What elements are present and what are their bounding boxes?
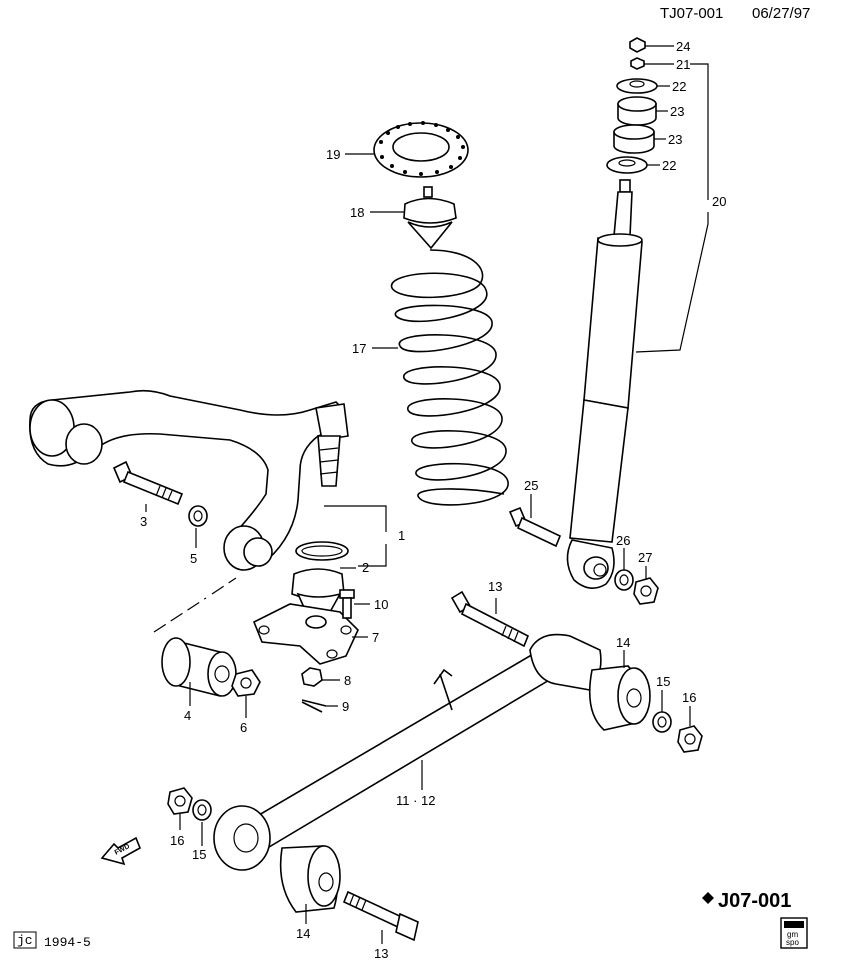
footer-stamp: jc (13, 931, 37, 949)
callout-9: 9 (342, 699, 349, 714)
diagram-code: J07-001 (702, 890, 791, 912)
callout-2: 2 (362, 560, 369, 575)
shock-bushing-lower (613, 124, 655, 154)
callout-25: 25 (524, 478, 538, 493)
callout-4: 4 (184, 708, 191, 723)
cotter-pin (301, 699, 327, 713)
callout-11-12: 11 · 12 (396, 793, 436, 808)
shock-bushing-upper (617, 96, 657, 126)
callout-27: 27 (638, 550, 652, 565)
callout-22-lower: 22 (662, 158, 676, 173)
callout-6: 6 (240, 720, 247, 735)
upper-control-arm (29, 389, 349, 571)
callout-24: 24 (676, 39, 690, 54)
plate-bolt (339, 589, 355, 619)
diagram-code-text: J07-001 (718, 890, 791, 912)
rod-nut-front (167, 787, 193, 815)
callout-10: 10 (374, 597, 388, 612)
rod-bushing-front (279, 845, 341, 913)
shock-washer (614, 569, 634, 591)
rod-bolt-front (342, 890, 419, 942)
shock-nut (633, 577, 659, 605)
callout-5: 5 (190, 551, 197, 566)
bump-stop (403, 186, 457, 250)
svg-text:gm: gm (787, 930, 798, 939)
callout-17: 17 (352, 341, 366, 356)
callout-15-front: 15 (192, 847, 206, 862)
callout-22-upper: 22 (672, 79, 686, 94)
callout-23-upper: 23 (670, 104, 684, 119)
callout-13-front: 13 (374, 946, 388, 960)
leader-lines (145, 45, 709, 944)
drawing-date: 06/27/97 (752, 5, 810, 22)
castle-nut (301, 667, 323, 687)
svg-text:spo: spo (786, 938, 799, 947)
rod-washer-front (192, 799, 212, 821)
callout-15-rear: 15 (656, 674, 670, 689)
arm-bushing (161, 637, 237, 697)
footer-year: 1994-5 (44, 935, 91, 950)
shock-washer-bottom (606, 156, 648, 174)
shock-washer-top (616, 78, 658, 94)
callout-14-front: 14 (296, 926, 310, 941)
callout-16-front: 16 (170, 833, 184, 848)
shock-bolt (508, 506, 562, 548)
callout-23-lower: 23 (668, 132, 682, 147)
spring-upper-seat (373, 121, 469, 178)
callout-3: 3 (140, 514, 147, 529)
svg-text:jc: jc (17, 933, 33, 948)
ball-joint-snap-ring (295, 541, 349, 561)
gm-spo-badge: gm spo (780, 917, 808, 949)
shock-lock-nut (630, 57, 645, 70)
callout-14-rear: 14 (616, 635, 630, 650)
callout-26: 26 (616, 533, 630, 548)
rod-bolt-rear (450, 590, 530, 648)
drawing-id: TJ07-001 (660, 5, 723, 22)
arm-nut (231, 669, 261, 697)
callout-16-rear: 16 (682, 690, 696, 705)
callout-7: 7 (372, 630, 379, 645)
callout-8: 8 (344, 673, 351, 688)
knuckle-plate (252, 603, 359, 665)
coil-spring (391, 249, 509, 506)
rod-bushing-rear (588, 665, 651, 731)
callout-13-rear: 13 (488, 579, 502, 594)
change-mark-icon (702, 892, 714, 904)
callout-19: 19 (326, 147, 340, 162)
arm-bolt (112, 460, 184, 506)
lateral-rod (213, 633, 602, 871)
callout-20: 20 (712, 194, 726, 209)
shock-top-nut (629, 37, 646, 53)
callout-21: 21 (676, 57, 690, 72)
callout-1: 1 (398, 528, 405, 543)
callout-18: 18 (350, 205, 364, 220)
arm-washer (188, 505, 208, 527)
rod-washer-rear (652, 711, 672, 733)
rod-nut-rear (677, 725, 703, 753)
fwd-arrow-icon: FWD (100, 836, 142, 866)
shock-absorber (566, 179, 643, 589)
